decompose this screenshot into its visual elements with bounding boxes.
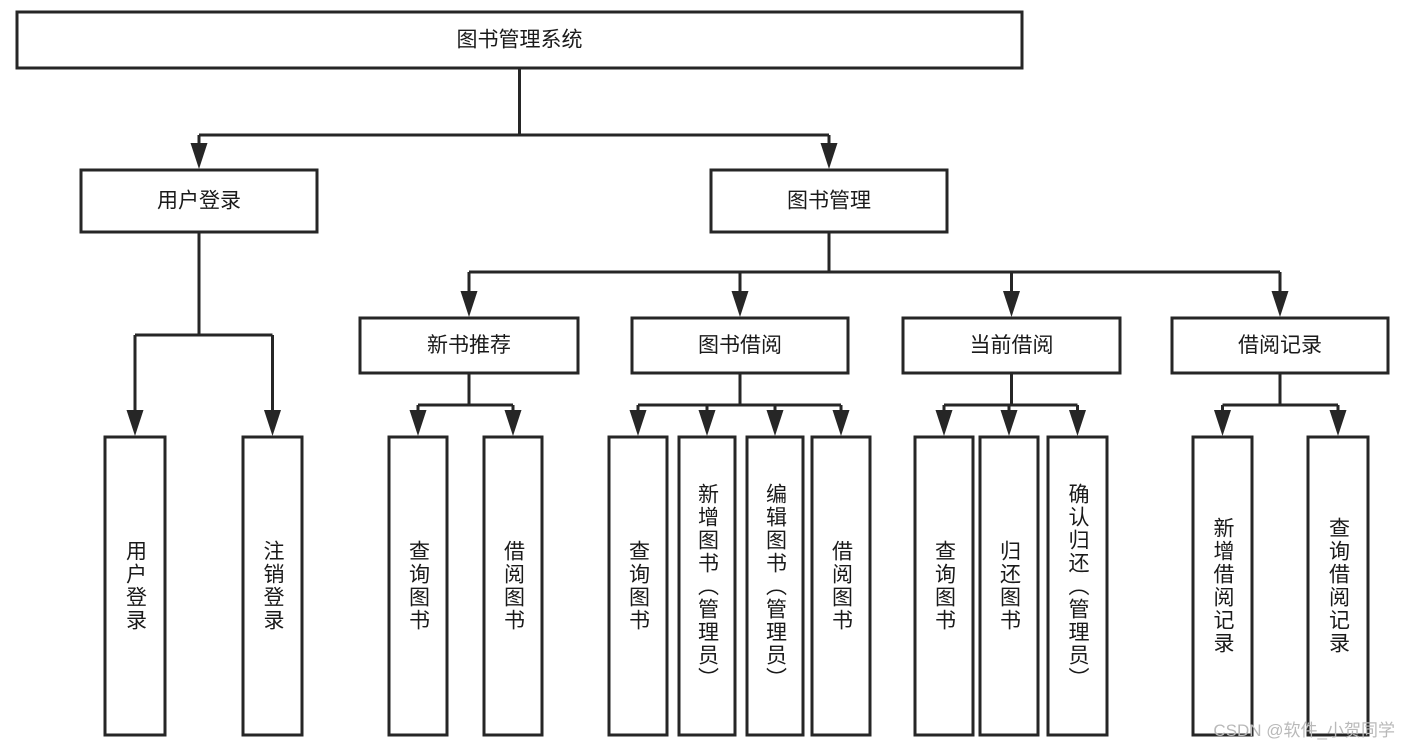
connector-arrowhead	[820, 143, 838, 169]
connector-arrowhead	[731, 291, 749, 317]
connector-arrowhead	[1000, 410, 1018, 436]
node-box-root[interactable]	[15, 10, 1024, 70]
node-box-leaf_9[interactable]	[978, 435, 1040, 737]
node-box-l2_3[interactable]	[1170, 316, 1390, 375]
connector-arrowhead	[126, 410, 144, 436]
connector-arrowhead	[1271, 291, 1289, 317]
node-box-l1_0[interactable]	[79, 168, 319, 234]
node-label-l2_0: 新书推荐	[427, 334, 511, 357]
node-label-l2_2: 当前借阅	[970, 334, 1054, 357]
node-box-l2_1[interactable]	[630, 316, 850, 375]
node-box-leaf_3[interactable]	[482, 435, 544, 737]
node-box-leaf_6[interactable]	[745, 435, 805, 737]
node-box-leaf_11[interactable]	[1191, 435, 1254, 737]
node-box-leaf_7[interactable]	[810, 435, 872, 737]
node-label-root: 图书管理系统	[457, 29, 583, 52]
connector-arrowhead	[504, 410, 522, 436]
node-label-l1_0: 用户登录	[157, 190, 241, 213]
node-label-l2_3: 借阅记录	[1238, 334, 1322, 357]
node-box-leaf_4[interactable]	[607, 435, 669, 737]
connector-arrowhead	[766, 410, 784, 436]
connector-arrowhead	[698, 410, 716, 436]
connector-arrowhead	[264, 410, 281, 436]
connector-arrowhead	[1003, 291, 1020, 317]
connector-arrowhead	[1329, 410, 1347, 436]
node-box-leaf_10[interactable]	[1046, 435, 1109, 737]
connector-arrowhead	[460, 291, 478, 317]
edge-layer	[126, 68, 1347, 436]
node-box-leaf_8[interactable]	[913, 435, 975, 737]
node-box-l2_2[interactable]	[901, 316, 1122, 375]
connector-arrowhead	[832, 410, 850, 436]
connector-arrowhead	[190, 143, 208, 169]
connector-arrowhead	[629, 410, 647, 436]
connector-arrowhead	[935, 410, 953, 436]
connector-arrowhead	[1069, 410, 1086, 436]
connector-arrowhead	[1214, 410, 1231, 436]
csdn-watermark: CSDN @软件_小贺同学	[1213, 721, 1395, 740]
box-layer	[15, 10, 1390, 737]
node-box-leaf_1[interactable]	[241, 435, 304, 737]
node-label-l1_1: 图书管理	[787, 190, 871, 213]
node-box-leaf_2[interactable]	[387, 435, 449, 737]
node-box-leaf_12[interactable]	[1306, 435, 1370, 737]
node-box-leaf_5[interactable]	[677, 435, 737, 737]
node-box-l1_1[interactable]	[709, 168, 949, 234]
node-box-leaf_0[interactable]	[103, 435, 167, 737]
node-box-l2_0[interactable]	[358, 316, 580, 375]
connector-arrowhead	[409, 410, 427, 436]
node-label-l2_1: 图书借阅	[698, 334, 782, 357]
